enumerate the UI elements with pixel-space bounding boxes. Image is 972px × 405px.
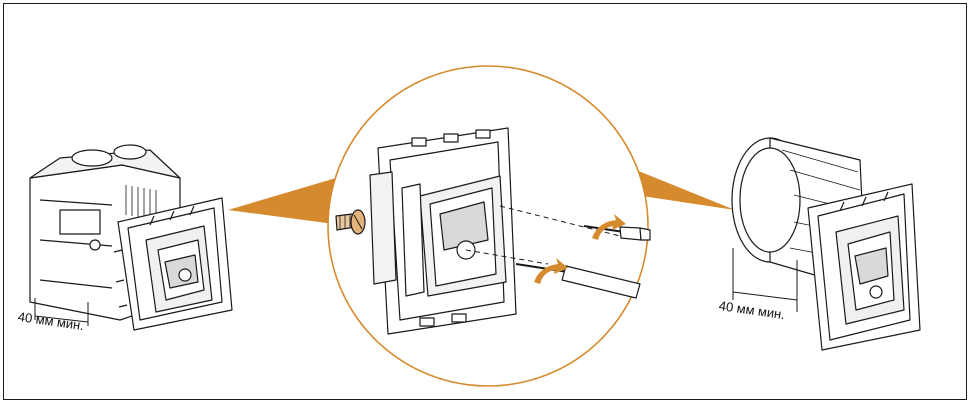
screwdriver-upper [583,225,651,241]
rotation-arrow-lower [534,258,568,284]
callout-wedge-left [228,178,336,224]
left-assembly [29,144,233,331]
knockout-1 [71,149,113,167]
rotation-arrow-upper [592,214,626,240]
box-screw-hole [89,239,101,251]
callout-wedge-right [636,170,735,210]
guide-line-lower [465,249,549,265]
knockout-2 [113,144,147,160]
screw [335,209,366,235]
center-assembly [335,127,651,335]
side-bracket [369,171,397,285]
right-assembly [731,137,921,351]
